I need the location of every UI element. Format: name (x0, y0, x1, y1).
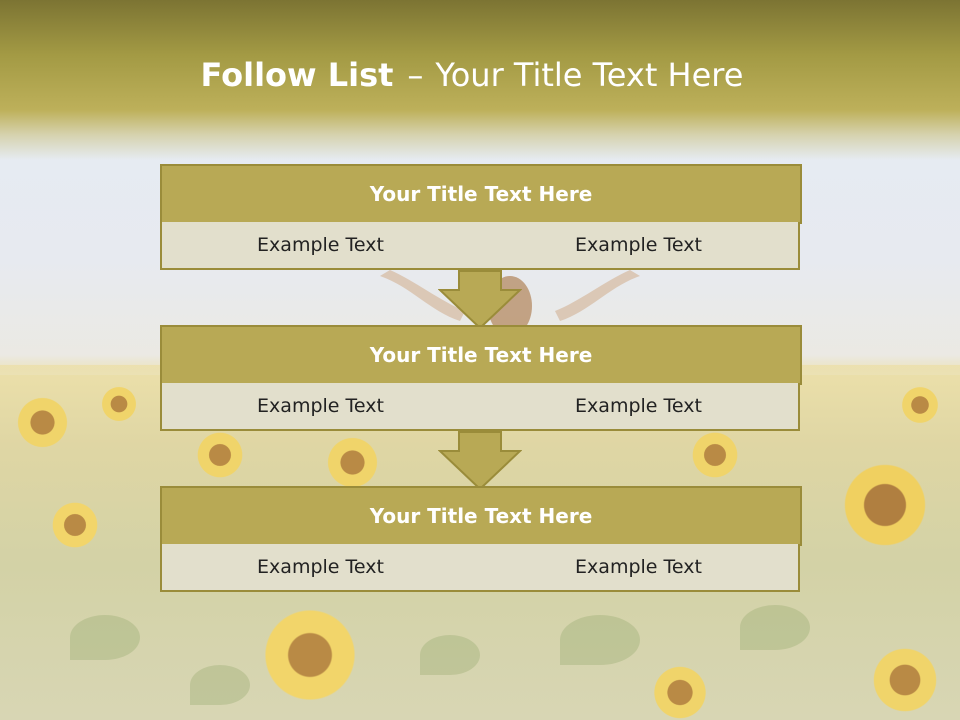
down-arrow-icon (438, 270, 522, 330)
sunflower (195, 430, 245, 480)
block-right-text: Example Text (479, 383, 800, 431)
leaf (740, 605, 810, 650)
title-dash: – (407, 56, 424, 94)
down-arrow-icon (438, 431, 522, 491)
leaf (70, 615, 140, 660)
slide-title: Follow List–Your Title Text Here (0, 56, 944, 94)
sunflower (100, 385, 138, 423)
sunflower (650, 665, 710, 720)
title-rest: Your Title Text Here (435, 56, 744, 94)
sunflower (690, 430, 740, 480)
sunflower (325, 435, 380, 490)
block-title: Your Title Text Here (160, 325, 802, 385)
header-band (0, 0, 960, 160)
block-title: Your Title Text Here (160, 164, 802, 224)
sunflower (260, 605, 360, 705)
block-right-text: Example Text (479, 544, 800, 592)
sunflower (900, 385, 940, 425)
leaf (190, 665, 250, 705)
sunflower (15, 395, 70, 450)
block-left-text: Example Text (160, 544, 481, 592)
sunflower (870, 645, 940, 715)
title-bold: Follow List (200, 56, 394, 94)
sunflower (840, 460, 930, 550)
block-right-text: Example Text (479, 222, 800, 270)
leaf (560, 615, 640, 665)
block-left-text: Example Text (160, 383, 481, 431)
leaf (420, 635, 480, 675)
block-left-text: Example Text (160, 222, 481, 270)
block-title: Your Title Text Here (160, 486, 802, 546)
sunflower (50, 500, 100, 550)
